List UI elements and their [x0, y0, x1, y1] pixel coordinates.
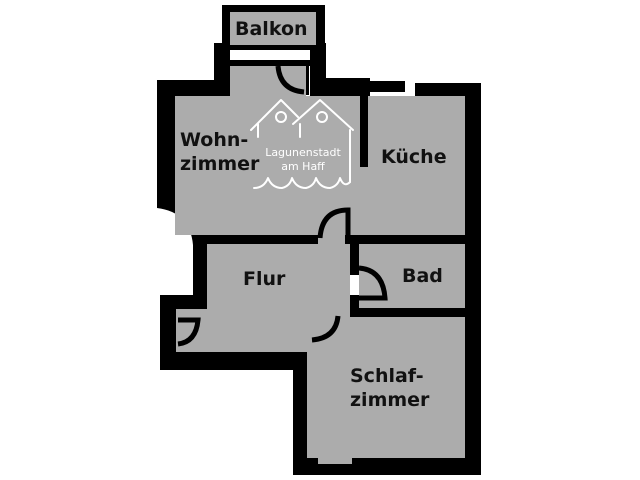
room-label-flur: Flur: [243, 268, 286, 290]
room-label-wohnzimmer: Wohn- zimmer: [180, 129, 260, 175]
floor-wohnzimmer: [175, 96, 360, 235]
room-label-schlafzimmer: Schlaf- zimmer: [350, 365, 430, 411]
logo-text-line1: Lagunenstadt: [265, 146, 341, 159]
floor-balkon: [230, 12, 316, 45]
floor-kueche: [368, 96, 465, 235]
door-swings: [177, 65, 388, 347]
room-label-balkon: Balkon: [235, 18, 308, 40]
room-label-kueche: Küche: [381, 146, 447, 168]
entrance-frame: [160, 343, 176, 370]
walls: [157, 5, 481, 475]
floors: [175, 12, 465, 464]
logo-text-line2: am Haff: [281, 160, 325, 173]
floor-schlafzimmer: [315, 317, 465, 458]
two-houses-waves-icon: [250, 99, 354, 189]
room-label-bad: Bad: [402, 265, 443, 287]
